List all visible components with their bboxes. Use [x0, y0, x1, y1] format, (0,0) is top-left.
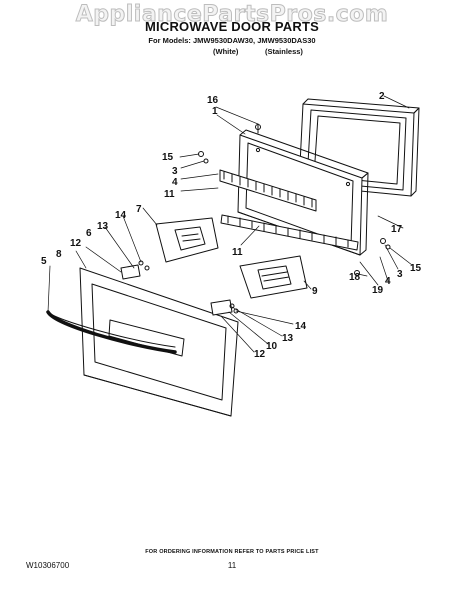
- variant-white-label: (White): [213, 47, 239, 56]
- callout-12-right: 12: [254, 349, 266, 360]
- page-number: 11: [227, 561, 237, 570]
- part-handle-bracket-right: [210, 299, 233, 316]
- callout-17: 17: [391, 224, 403, 235]
- callout-9: 9: [312, 286, 318, 297]
- callout-18: 18: [349, 272, 361, 283]
- part-door-handle: [46, 310, 177, 354]
- callout-12-left: 12: [70, 238, 82, 249]
- part-choke-seal-upper: [219, 169, 317, 212]
- models-line: For Models: JMW9530DAW30, JMW9530DAS30: [148, 36, 316, 45]
- part-outer-door-panel: [79, 267, 239, 417]
- callout-19: 19: [372, 285, 384, 296]
- callout-3-left: 3: [172, 166, 178, 177]
- callout-6: 6: [86, 228, 92, 239]
- callout-3-right: 3: [397, 269, 403, 280]
- callout-5: 5: [41, 256, 47, 267]
- callout-13-left: 13: [97, 221, 109, 232]
- part-handle-bracket-left: [120, 264, 141, 280]
- part-hinge-assembly-left: [155, 217, 219, 263]
- document-code: W10306700: [26, 561, 70, 570]
- page-title: MICROWAVE DOOR PARTS: [145, 19, 319, 34]
- callout-16: 16: [207, 95, 219, 106]
- callout-15-left: 15: [162, 152, 174, 163]
- callout-4-right: 4: [385, 276, 391, 287]
- watermark-logo: AppliancePartsPros.com: [75, 2, 389, 28]
- callout-11-upper: 11: [164, 189, 175, 200]
- callout-7: 7: [136, 204, 142, 215]
- callout-13-right: 13: [282, 333, 294, 344]
- variant-stainless-label: (Stainless): [265, 47, 303, 56]
- callout-8: 8: [56, 249, 62, 260]
- callout-1: 1: [212, 106, 218, 117]
- part-choke-seal-lower: [220, 214, 359, 251]
- callout-2: 2: [379, 91, 385, 102]
- callout-11-lower: 11: [232, 247, 243, 258]
- callout-4-left: 4: [172, 177, 178, 188]
- part-hinge-assembly-right: [239, 255, 308, 299]
- callout-14-right: 14: [295, 321, 307, 332]
- ordering-info-note: FOR ORDERING INFORMATION REFER TO PARTS …: [145, 549, 319, 555]
- callout-10: 10: [266, 341, 278, 352]
- callout-14-left: 14: [115, 210, 127, 221]
- callout-15-right: 15: [410, 263, 422, 274]
- callout-leader-lines: [47, 95, 413, 353]
